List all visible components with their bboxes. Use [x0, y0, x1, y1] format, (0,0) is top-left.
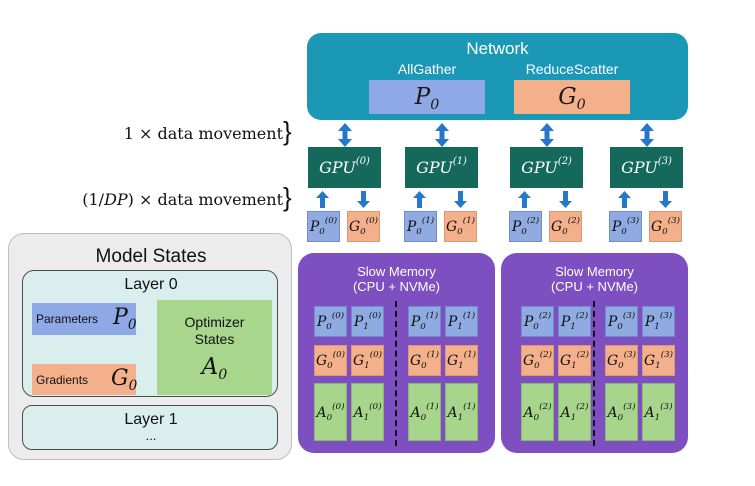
a-symbol: A [201, 354, 219, 380]
slow-param-1-1: P1(1) [445, 306, 478, 337]
g-sub: 0 [128, 377, 138, 394]
slow-grad-1-0: G0(1) [408, 345, 441, 376]
up-arrow-icon [518, 191, 531, 213]
allgather-label: AllGather [397, 61, 457, 77]
model-states-panel: Model States Layer 0 Parameters P0 Gradi… [8, 233, 292, 460]
brace-top: } [283, 116, 292, 146]
gpu-1-param-buffer: P0(1) [404, 211, 437, 242]
slow-grad-2-1: G1(2) [558, 345, 591, 376]
gradients-label: Gradients [36, 373, 89, 387]
double-arrow-icon [435, 123, 449, 147]
slow-grad-1-1: G1(1) [445, 345, 478, 376]
gpu-0-grad-buffer: G0(0) [347, 211, 380, 242]
parameters-symbol: P0 [113, 305, 137, 333]
dp-movement-label: (1/DP) × data movement [60, 190, 283, 209]
network-grad-box: G0 [514, 80, 630, 114]
down-arrow-icon [357, 191, 370, 213]
down-arrow-icon [659, 191, 672, 213]
parameters-box: Parameters P0 [32, 303, 136, 335]
slow-param-2-1: P1(2) [558, 306, 591, 337]
reducescatter-label: ReduceScatter [525, 61, 619, 77]
double-arrow-icon [338, 123, 352, 147]
up-arrow-icon [316, 191, 329, 213]
slow-memory-title-1: Slow Memory(CPU + NVMe) [501, 264, 688, 294]
gpu-0: GPU(0) [308, 147, 381, 188]
slow-opt-1-0: A0(1) [408, 383, 441, 441]
gpu-1: GPU(1) [405, 147, 478, 188]
parameters-label: Parameters [36, 312, 99, 326]
slow-opt-3-1: A1(3) [642, 383, 675, 441]
gpu-2-param-buffer: P0(2) [509, 211, 542, 242]
slow-memory-title-line2: (CPU + NVMe) [352, 279, 441, 294]
slow-opt-2-1: A1(2) [558, 383, 591, 441]
g-symbol: G [111, 366, 129, 391]
slow-param-2-0: P0(2) [521, 306, 554, 337]
dp-var: DP [104, 190, 128, 209]
p-sub: 0 [127, 316, 137, 333]
slow-opt-0-1: A1(0) [351, 383, 384, 441]
layer-1-ellipsis: ... [145, 428, 157, 443]
slow-opt-1-1: A1(1) [445, 383, 478, 441]
slow-opt-2-0: A0(2) [521, 383, 554, 441]
slow-grad-3-1: G1(3) [642, 345, 675, 376]
gpu-3: GPU(3) [610, 147, 683, 188]
gradients-box: Gradients G0 [32, 364, 138, 395]
slow-grad-2-0: G0(2) [521, 345, 554, 376]
gpu-1-grad-buffer: G0(1) [444, 211, 477, 242]
double-arrow-icon [540, 123, 554, 147]
gpu-0-param-buffer: P0(0) [307, 211, 340, 242]
layer-0: Layer 0 Parameters P0 Gradients G0 Optim… [22, 270, 278, 397]
dp-suffix: ) × data movement [127, 190, 283, 209]
gpu-3-grad-buffer: G0(3) [649, 211, 682, 242]
network-param-box: P0 [369, 80, 485, 114]
model-states-title: Model States [95, 246, 207, 267]
network-p-sub: 0 [430, 96, 440, 113]
network-g-sub: 0 [576, 96, 586, 113]
down-arrow-icon [454, 191, 467, 213]
network-p-symbol: P [414, 84, 431, 110]
slow-memory-panel-1: Slow Memory(CPU + NVMe) P0(2) G0(2) A0(2) P… [501, 253, 688, 453]
rank-divider [593, 301, 595, 446]
double-arrow-icon [640, 123, 654, 147]
slow-param-3-1: P1(3) [642, 306, 675, 337]
network-title: Network [466, 39, 529, 58]
slow-param-0-0: P0(0) [314, 306, 347, 337]
down-arrow-icon [559, 191, 572, 213]
slow-opt-3-0: A0(3) [605, 383, 638, 441]
slow-memory-panel-0: Slow Memory(CPU + NVMe) P0(0) G0(0) A0(0) P… [298, 253, 495, 453]
slow-grad-0-1: G1(0) [351, 345, 384, 376]
slow-grad-0-0: G0(0) [314, 345, 347, 376]
optimizer-symbol: A0 [157, 354, 272, 383]
gpu-2: GPU(2) [510, 147, 583, 188]
slow-opt-0-0: A0(0) [314, 383, 347, 441]
a-sub: 0 [218, 366, 228, 383]
slow-memory-title-line1: Slow Memory [357, 264, 436, 279]
slow-memory-title-line1: Slow Memory [555, 264, 634, 279]
network-block: Network AllGather ReduceScatter P0 G0 [307, 33, 688, 120]
slow-memory-title-line2: (CPU + NVMe) [550, 279, 639, 294]
optimizer-label-line1: Optimizer [184, 314, 245, 330]
slow-param-0-1: P1(0) [351, 306, 384, 337]
layer-0-title: Layer 0 [124, 276, 178, 293]
slow-param-1-0: P0(1) [408, 306, 441, 337]
up-arrow-icon [413, 191, 426, 213]
up-arrow-icon [618, 191, 631, 213]
one-x-movement-label: 1 × data movement [123, 124, 283, 143]
slow-param-3-0: P0(3) [605, 306, 638, 337]
layer-1: Layer 1 ... [22, 405, 278, 450]
dp-prefix: (1/ [82, 190, 105, 209]
rank-divider [395, 301, 397, 446]
p-symbol: P [113, 305, 128, 330]
gpu-2-grad-buffer: G0(2) [549, 211, 582, 242]
brace-bottom: } [283, 182, 292, 212]
slow-memory-title-0: Slow Memory(CPU + NVMe) [298, 264, 495, 294]
slow-grad-3-0: G0(3) [605, 345, 638, 376]
gpu-3-param-buffer: P0(3) [609, 211, 642, 242]
network-g-symbol: G [558, 84, 577, 110]
gradients-symbol: G0 [111, 366, 138, 394]
optimizer-label-line2: States [194, 331, 235, 347]
layer-1-title: Layer 1 [124, 411, 178, 428]
